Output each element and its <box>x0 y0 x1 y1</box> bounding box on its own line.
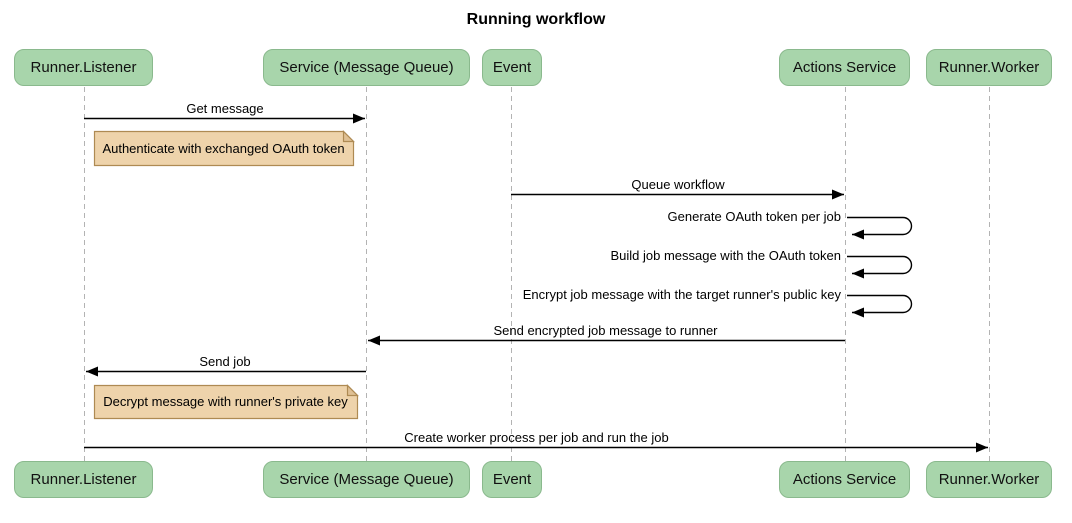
self-loop-build-job-message <box>847 255 913 279</box>
note-shape-decrypt <box>93 384 359 420</box>
note-fold-icon <box>346 384 359 397</box>
participant-event-bottom: Event <box>482 461 542 498</box>
participant-runner-listener-top: Runner.Listener <box>14 49 153 86</box>
participant-label: Event <box>492 59 532 76</box>
note-authenticate-oauth: Authenticate with exchanged OAuth token <box>102 140 345 156</box>
message-arrows <box>84 113 988 453</box>
participant-label: Service (Message Queue) <box>279 59 454 76</box>
participant-label: Actions Service <box>792 471 897 488</box>
message-label-build-job-message: Build job message with the OAuth token <box>610 248 841 263</box>
participant-label: Actions Service <box>792 59 897 76</box>
note-decrypt-private-key: Decrypt message with runner's private ke… <box>103 394 348 409</box>
message-label-send-encrypted-job-message: Send encrypted job message to runner <box>493 323 718 338</box>
participant-runner-worker-bottom: Runner.Worker <box>926 461 1052 498</box>
participant-service-message-queue-top: Service (Message Queue) <box>263 49 470 86</box>
participant-label: Event <box>492 471 532 488</box>
note-shape-authenticate <box>93 130 355 167</box>
participant-service-message-queue-bottom: Service (Message Queue) <box>263 461 470 498</box>
message-label-send-job: Send job <box>199 354 251 369</box>
participant-label: Service (Message Queue) <box>279 471 454 488</box>
message-label-create-worker-process: Create worker process per job and run th… <box>404 430 669 445</box>
note-fold-icon <box>342 130 355 143</box>
participant-label: Runner.Worker <box>938 471 1040 488</box>
participant-label: Runner.Listener <box>30 471 137 488</box>
message-label-generate-oauth-token: Generate OAuth token per job <box>667 209 841 224</box>
message-label-encrypt-job-message: Encrypt job message with the target runn… <box>522 287 841 302</box>
message-label-queue-workflow: Queue workflow <box>631 177 725 192</box>
participant-runner-worker-top: Runner.Worker <box>926 49 1052 86</box>
participant-label: Runner.Worker <box>938 59 1040 76</box>
message-label-get-message: Get message <box>186 101 264 116</box>
self-loop-generate-oauth-token <box>847 216 913 240</box>
participant-actions-service-bottom: Actions Service <box>779 461 910 498</box>
participant-event-top: Event <box>482 49 542 86</box>
participant-label: Runner.Listener <box>30 59 137 76</box>
participant-runner-listener-bottom: Runner.Listener <box>14 461 153 498</box>
note-shapes <box>93 130 359 420</box>
self-loop-encrypt-job-message <box>847 294 913 318</box>
diagram-title: Running workflow <box>466 11 606 28</box>
participant-actions-service-top: Actions Service <box>779 49 910 86</box>
